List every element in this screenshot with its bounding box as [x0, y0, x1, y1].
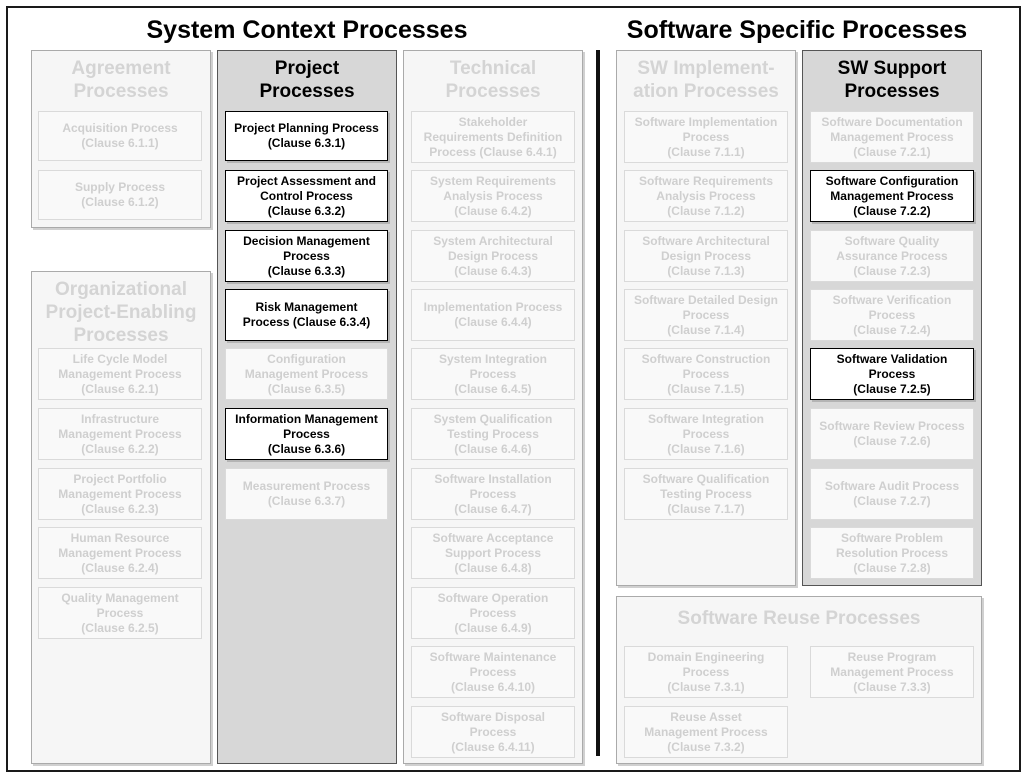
- column-technical: Technical Processes: [403, 50, 583, 764]
- process-box-6-4-3: System Architectural Design Process (Cla…: [411, 230, 575, 282]
- process-box-6-4-7: Software Installation Process (Clause 6.…: [411, 468, 575, 520]
- process-box-6-2-4: Human Resource Management Process (Claus…: [38, 527, 202, 579]
- process-box-6-1-2: Supply Process (Clause 6.1.2): [38, 170, 202, 220]
- column-title-org-enabling: Organizational Project-Enabling Processe…: [45, 279, 197, 346]
- column-title-sw-reuse: Software Reuse Processes: [677, 608, 921, 629]
- process-box-6-4-8: Software Acceptance Support Process (Cla…: [411, 527, 575, 579]
- process-box-7-2-5: Software Validation Process (Clause 7.2.…: [810, 348, 974, 400]
- section-title-software-specific: Software Specific Processes: [626, 16, 968, 44]
- process-box-6-2-1: Life Cycle Model Management Process (Cla…: [38, 348, 202, 400]
- process-box-6-3-7: Measurement Process (Clause 6.3.7): [225, 468, 388, 520]
- column-title-technical: Technical Processes: [445, 58, 541, 102]
- process-box-7-2-7: Software Audit Process (Clause 7.2.7): [810, 468, 974, 520]
- section-title-system-context: System Context Processes: [146, 16, 468, 44]
- process-box-7-3-2: Reuse Asset Management Process (Clause 7…: [624, 706, 788, 758]
- process-box-7-2-3: Software Quality Assurance Process (Clau…: [810, 230, 974, 282]
- section-divider: [596, 50, 600, 756]
- process-box-6-4-11: Software Disposal Process (Clause 6.4.11…: [411, 706, 575, 758]
- process-box-6-4-6: System Qualification Testing Process (Cl…: [411, 408, 575, 460]
- process-box-6-4-10: Software Maintenance Process (Clause 6.4…: [411, 646, 575, 698]
- process-box-7-1-3: Software Architectural Design Process (C…: [624, 230, 788, 282]
- process-box-7-2-2: Software Configuration Management Proces…: [810, 170, 974, 222]
- column-title-agreement: Agreement Processes: [71, 58, 171, 102]
- process-box-6-3-3: Decision Management Process (Clause 6.3.…: [225, 230, 388, 282]
- process-box-7-1-5: Software Construction Process (Clause 7.…: [624, 348, 788, 400]
- process-box-6-2-5: Quality Management Process (Clause 6.2.5…: [38, 587, 202, 639]
- process-box-7-1-6: Software Integration Process (Clause 7.1…: [624, 408, 788, 460]
- diagram-frame: [6, 6, 1021, 772]
- process-box-7-1-7: Software Qualification Testing Process (…: [624, 468, 788, 520]
- process-box-6-3-5: Configuration Management Process (Clause…: [225, 348, 388, 400]
- process-box-6-3-2: Project Assessment and Control Process (…: [225, 170, 388, 222]
- process-box-7-2-8: Software Problem Resolution Process (Cla…: [810, 527, 974, 579]
- process-box-6-4-2: System Requirements Analysis Process (Cl…: [411, 170, 575, 222]
- process-box-7-1-1: Software Implementation Process (Clause …: [624, 111, 788, 163]
- process-box-6-3-1: Project Planning Process (Clause 6.3.1): [225, 111, 388, 161]
- process-box-7-1-2: Software Requirements Analysis Process (…: [624, 170, 788, 222]
- column-title-project: Project Processes: [259, 58, 355, 102]
- column-project: Project Processes: [217, 50, 397, 764]
- process-box-6-4-4: Implementation Process (Clause 6.4.4): [411, 289, 575, 341]
- process-box-7-2-1: Software Documentation Management Proces…: [810, 111, 974, 163]
- process-box-6-2-3: Project Portfolio Management Process (Cl…: [38, 468, 202, 520]
- process-box-6-3-4: Risk Management Process (Clause 6.3.4): [225, 289, 388, 341]
- process-box-7-1-4: Software Detailed Design Process (Clause…: [624, 289, 788, 341]
- process-box-7-2-4: Software Verification Process (Clause 7.…: [810, 289, 974, 341]
- column-title-sw-support: SW Support Processes: [837, 58, 947, 102]
- column-title-sw-implementation: SW Implement- ation Processes: [633, 58, 779, 102]
- process-box-6-1-1: Acquisition Process (Clause 6.1.1): [38, 111, 202, 161]
- process-box-6-2-2: Infrastructure Management Process (Claus…: [38, 408, 202, 460]
- process-box-6-4-9: Software Operation Process (Clause 6.4.9…: [411, 587, 575, 639]
- process-box-7-2-6: Software Review Process (Clause 7.2.6): [810, 408, 974, 460]
- process-box-6-4-5: System Integration Process (Clause 6.4.5…: [411, 348, 575, 400]
- process-box-7-3-1: Domain Engineering Process (Clause 7.3.1…: [624, 646, 788, 698]
- process-box-6-3-6: Information Management Process (Clause 6…: [225, 408, 388, 460]
- process-box-6-4-1: Stakeholder Requirements Definition Proc…: [411, 111, 575, 163]
- process-box-7-3-3: Reuse Program Management Process (Clause…: [810, 646, 974, 698]
